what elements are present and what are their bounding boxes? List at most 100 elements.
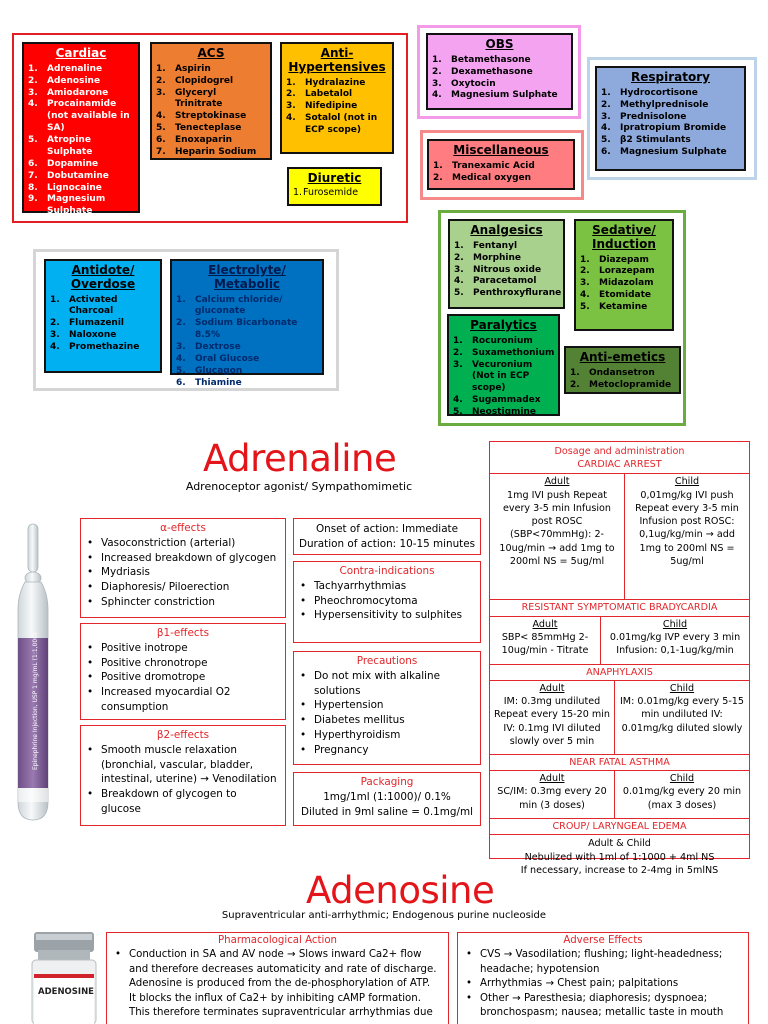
item-text: Rocuronium [472,335,533,346]
item-number: 4. [156,111,166,122]
category-item: 3.Prednisolone [601,112,740,124]
category-item: 2. Labetalol [286,89,388,101]
bullet-text: Diaphoresis/ Piloerection [101,581,230,594]
bullet-text: Do not mix with alkaline solutions [314,669,440,697]
bullet-text: Conduction in SA and AV node → Slows inw… [129,949,437,1019]
adenosine-vial-label: ADENOSINE [38,987,94,997]
item-text: Aspirin [175,63,211,74]
bullet-text: Positive dromotrope [101,671,206,684]
category-item: 5.Glucagon [176,366,318,378]
item-text: Dextrose [195,342,241,353]
category-item: 6.Dopamine [28,159,134,171]
item-number: 1. [580,254,590,265]
category-item: 1.Calcium chloride/ gluconate [176,295,318,319]
item-number: 1. [293,186,303,198]
brady-adult-dose: SBP< 85mmHg 2-10ug/min - Titrate [501,631,589,657]
section-title: β2-effects [156,729,210,741]
category-item: 1.Fentanyl [454,241,559,253]
bullet-icon: • [87,536,94,549]
bullet-item: •Pregnancy [300,743,474,758]
item-text: Diazepam [599,254,649,265]
item-text: Suxamethonium [472,347,555,358]
bullet-icon: • [466,992,473,1004]
bullet-item: •Tachyarrhythmias [300,579,474,594]
item-text: Streptokinase [175,111,247,122]
item-text: Dopamine [47,158,99,169]
item-text: Midazolam [599,278,654,289]
section-title: Contra-indications [339,565,435,577]
bullet-item: • Do not mix with alkaline solutions [300,669,474,699]
bullet-item: •Mydriasis [87,565,279,580]
item-number: 3. [601,111,611,122]
item-text: Medical oxygen [452,172,532,183]
bullet-list: •Conduction in SA and AV node → Slows in… [115,948,440,1020]
bullet-list: •Smooth muscle relaxation (bronchial, va… [87,743,279,817]
bullet-item: •Conduction in SA and AV node → Slows in… [115,948,440,1020]
anaph-child-label: Child [669,682,695,694]
category-item: 3.Naloxone [50,330,156,342]
bullet-icon: • [87,686,94,699]
category-item: 1.Activated Charcoal [50,295,156,319]
bullet-icon: • [87,671,94,684]
item-text: Adrenaline [47,63,103,74]
category-item: 1.Hydrocortisone [601,88,740,100]
item-number: 4. [50,342,60,353]
brady-child-dose: 0.01mg/kg IVP every 3 min Infusion: 0,1-… [609,631,741,657]
bullet-item: •Smooth muscle relaxation (bronchial, va… [87,743,279,787]
item-text: Methylprednisole [620,99,709,110]
item-text: Ketamine [599,302,648,313]
item-text: Dobutamine [47,170,109,181]
category-item: 3.Glyceryl Trinitrate [156,88,266,112]
item-text: Heparin Sodium [175,146,257,157]
item-number: 5. [156,123,166,134]
category-item: 5.Atropine Sulphate [28,135,134,159]
item-number: 1. [601,87,611,98]
item-number: 2. [454,252,464,263]
item-text: Magnesium Sulphate [451,90,558,101]
category-item: 1.Ondansetron [570,368,675,380]
item-number: 2. [286,89,296,100]
asthma-child-label: Child [669,773,695,785]
adenosine-title: Adenosine [306,869,495,912]
category-title-misc: Miscellaneous [453,143,549,157]
category-item: 6.Magnesium Sulphate [601,147,740,159]
category-item: 3. Nitrous oxide [454,265,559,277]
bullet-icon: • [300,669,307,682]
category-item: 1.Betamethasone [432,55,567,67]
category-item: 4.Oral Glucose [176,354,318,366]
contraindications-box: Contra-indications •Tachyarrhythmias•Pheo… [293,561,481,643]
dosage-header: Dosage and administration [554,446,685,457]
respiratory-group-frame [587,57,757,180]
category-title-electrolyte: Electrolyte/ Metabolic [208,263,286,291]
item-text: Vecuronium (Not in ECP scope) [472,359,533,394]
bullet-item: • Positive dromotrope [87,670,279,685]
item-text: Sotalol (not in ECP scope) [305,113,378,136]
category-item: 3.Vecuronium (Not in ECP scope) [453,360,554,396]
bullet-item: •Pheochromocytoma [300,594,474,609]
item-number: 3. [454,264,464,275]
item-number: 1. [570,367,580,378]
bullet-text: Arrhythmias → Chest pain; palpitations [480,978,679,990]
item-number: 5. [580,302,590,313]
bullet-list: •Positive inotrope•Positive chronotrope•… [87,641,279,715]
item-text: Atropine Sulphate [47,135,93,157]
bullet-list: •Vasoconstriction (arterial)•Increased b… [87,536,279,610]
item-text: Lorazepam [599,266,655,277]
ca-adult-label: Adult [544,476,570,488]
item-text: Nitrous oxide [473,264,542,275]
item-text: Labetalol [305,89,353,100]
category-item: 5.Tenecteplase [156,123,266,135]
item-text: β2 Stimulants [620,135,691,146]
item-number: 6. [176,377,186,388]
category-item: 1.Adrenaline [28,64,134,76]
